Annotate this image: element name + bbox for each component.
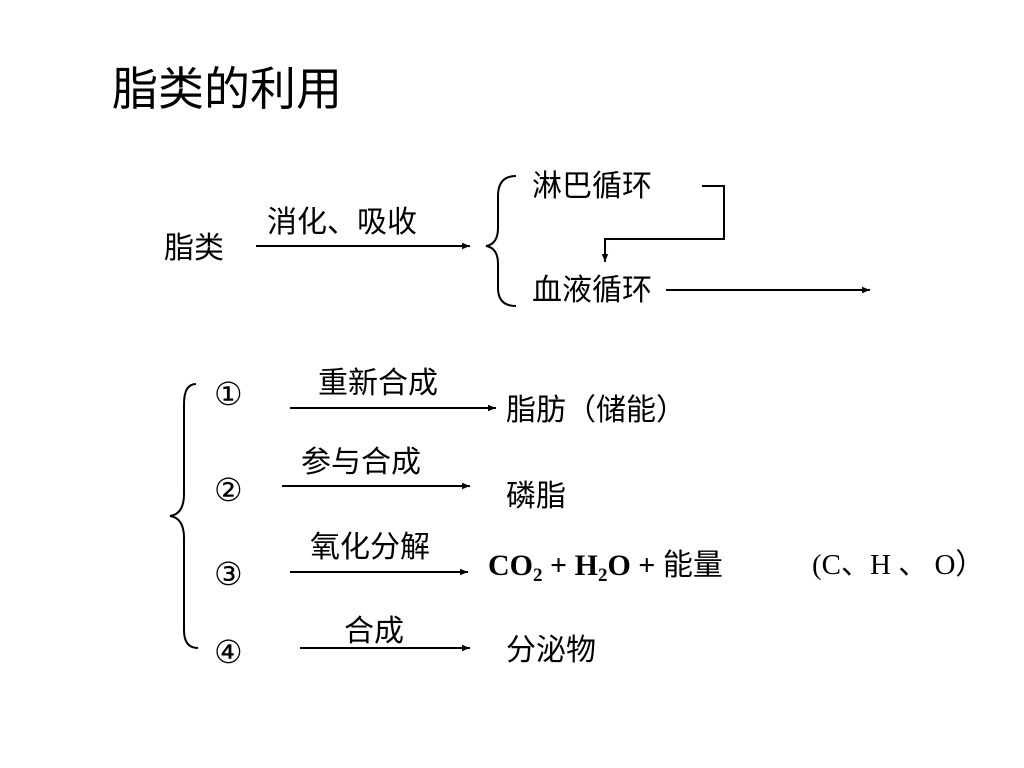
pathway-4-product: 分泌物 bbox=[506, 633, 596, 668]
lymph-circulation: 淋巴循环 bbox=[532, 169, 652, 204]
source-lipids: 脂类 bbox=[164, 231, 224, 266]
digestion-absorption-label: 消化、吸收 bbox=[267, 205, 417, 240]
pathway-1-process: 重新合成 bbox=[318, 366, 438, 401]
pathway-3-marker: ③ bbox=[214, 555, 243, 593]
formula-plus-h: + H bbox=[542, 549, 598, 582]
lymph-to-blood-connector bbox=[601, 185, 725, 262]
pathway-1-marker: ① bbox=[214, 375, 243, 413]
pathway-4-marker: ④ bbox=[214, 633, 243, 671]
formula-co: CO bbox=[488, 549, 533, 582]
formula-o-plus: O + bbox=[607, 549, 663, 582]
pathway-3-process: 氧化分解 bbox=[310, 530, 430, 565]
formula-energy: 能量 bbox=[662, 548, 723, 583]
page-title: 脂类的利用 bbox=[112, 62, 342, 116]
formula-h2-subscript: 2 bbox=[597, 565, 608, 586]
pathway-1-product: 脂肪（储能） bbox=[506, 393, 686, 428]
formula-co2-subscript: 2 bbox=[533, 565, 543, 586]
pathway-2-process: 参与合成 bbox=[301, 445, 421, 480]
blood-circulation: 血液循环 bbox=[532, 273, 652, 308]
pathway-3-product: CO2 + H2O + 能量 bbox=[488, 548, 723, 586]
pathways-brace bbox=[169, 383, 199, 649]
pathway-2-marker: ② bbox=[214, 471, 243, 509]
pathway-4-process: 合成 bbox=[344, 614, 404, 649]
circulation-brace bbox=[485, 175, 517, 307]
pathway-2-product: 磷脂 bbox=[506, 479, 566, 514]
elements-note: (C、H 、 O） bbox=[812, 549, 985, 581]
